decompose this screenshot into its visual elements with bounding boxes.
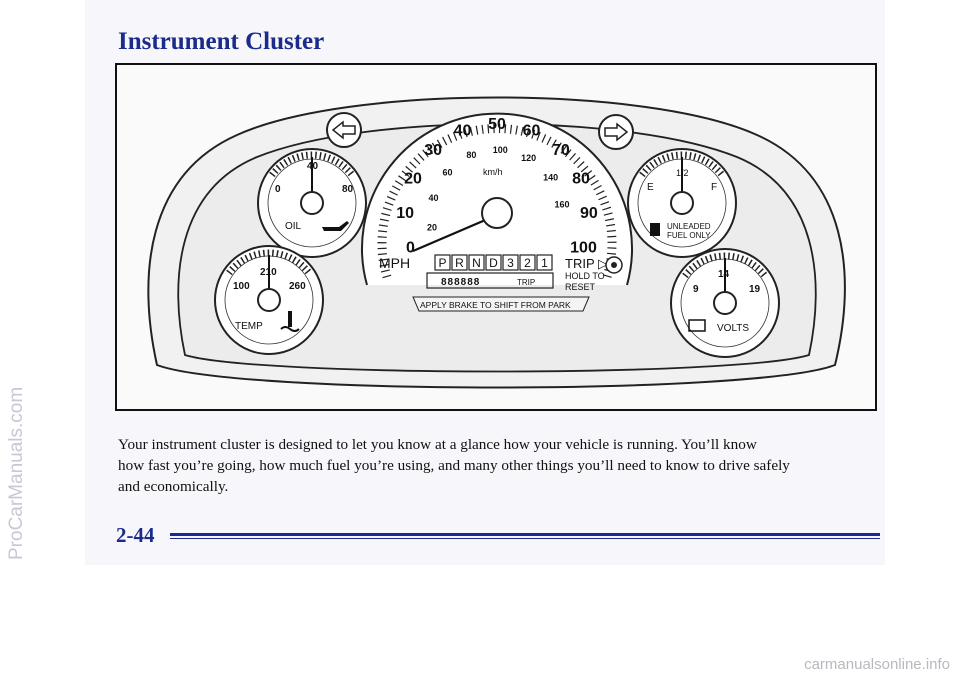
battery-icon — [688, 319, 706, 332]
oil-label: OIL — [285, 221, 302, 232]
paragraph-line: how fast you’re going, how much fuel you… — [118, 457, 790, 474]
fuel-gauge: E 1/2 F UNLEADED FUEL ONLY — [627, 148, 737, 258]
trip-hold-to: HOLD TO — [565, 271, 605, 281]
footer-rule — [170, 533, 880, 536]
gear-box — [434, 254, 451, 271]
mph-tick-label: 10 — [396, 205, 414, 222]
kmh-tick-label: 40 — [428, 193, 438, 203]
mph-tick-label: 40 — [454, 123, 472, 140]
oil-max-label: 80 — [342, 184, 354, 195]
speedometer-needle — [412, 213, 498, 253]
volts-min-label: 9 — [693, 284, 699, 295]
trip-button-label: TRIP ▷ — [565, 256, 608, 271]
paragraph-line: Your instrument cluster is designed to l… — [118, 436, 757, 453]
mph-tick-label: 60 — [523, 123, 541, 140]
fuel-only: FUEL ONLY — [667, 231, 711, 240]
gear-box — [502, 254, 519, 271]
mph-tick-label: 100 — [570, 240, 597, 257]
side-watermark: ProCarManuals.com — [6, 386, 27, 560]
mph-tick-label: 30 — [424, 142, 442, 159]
gear-box — [519, 254, 536, 271]
temp-gauge: 100 210 260 TEMP — [214, 245, 324, 355]
kmh-tick-label: 100 — [493, 145, 508, 155]
park-warning-text: APPLY BRAKE TO SHIFT FROM PARK — [420, 300, 571, 310]
oil-min-label: 0 — [275, 184, 281, 195]
mph-tick-label: 80 — [572, 171, 590, 188]
page-number: 2-44 — [116, 523, 155, 547]
kmh-tick-label: 60 — [442, 167, 452, 177]
body-paragraph: Your instrument cluster is designed to l… — [118, 434, 858, 497]
gear-box — [536, 254, 553, 271]
kmh-label: km/h — [483, 167, 503, 177]
trip-reset: RESET — [565, 282, 596, 292]
gear-box — [468, 254, 485, 271]
fuel-unleaded: UNLEADED — [667, 222, 711, 231]
gear-letter: P — [438, 256, 446, 270]
cluster-drawing: 0 40 80 OIL 100 210 260 TEMP — [147, 96, 846, 389]
temp-label: TEMP — [235, 321, 263, 332]
volts-gauge: 9 14 19 VOLTS — [670, 248, 780, 358]
fuel-empty-label: E — [647, 182, 654, 193]
kmh-tick-label: 140 — [543, 173, 558, 183]
oil-can-icon — [322, 221, 349, 231]
gear-letter: N — [472, 256, 481, 270]
instrument-cluster-illustration: 0 40 80 OIL 100 210 260 TEMP — [115, 63, 877, 411]
footer-rule-thin — [170, 538, 880, 539]
gear-letter: R — [455, 256, 464, 270]
mph-tick-label: 70 — [552, 142, 570, 159]
oil-gauge: 0 40 80 OIL — [257, 148, 367, 258]
gear-box — [451, 254, 468, 271]
gear-letter: 2 — [524, 256, 531, 270]
gear-letter: 1 — [541, 256, 548, 270]
odometer-digits: 888888 — [441, 277, 480, 288]
gear-letter: 3 — [507, 256, 514, 270]
kmh-tick-label: 20 — [427, 223, 437, 233]
page-title: Instrument Cluster — [118, 28, 325, 55]
kmh-tick-label: 80 — [466, 150, 476, 160]
odometer-trip-label: TRIP — [517, 278, 535, 287]
fuel-full-label: F — [711, 182, 717, 193]
temp-max-label: 260 — [289, 281, 306, 292]
mph-label: MPH — [379, 255, 410, 271]
temp-min-label: 100 — [233, 281, 250, 292]
fuel-pump-icon — [650, 223, 660, 236]
volts-label: VOLTS — [717, 323, 749, 334]
coolant-thermometer-icon — [280, 311, 300, 332]
mph-tick-label: 50 — [488, 116, 506, 133]
footer-watermark: carmanualsonline.info — [804, 656, 950, 673]
mph-tick-label: 20 — [404, 171, 422, 188]
volts-max-label: 19 — [749, 284, 761, 295]
trip-reset-knob-icon — [605, 256, 623, 274]
kmh-tick-label: 160 — [554, 200, 569, 210]
volts-mid-label: 14 — [718, 269, 730, 280]
mph-tick-label: 90 — [580, 205, 598, 222]
kmh-tick-label: 120 — [521, 153, 536, 163]
right-turn-signal-icon — [598, 114, 634, 150]
odometer-window — [426, 272, 554, 289]
left-turn-signal-icon — [326, 112, 362, 148]
mph-tick-label: 0 — [406, 240, 415, 257]
gear-box — [485, 254, 502, 271]
paragraph-line: and economically. — [118, 478, 229, 495]
gear-letter: D — [489, 256, 498, 270]
park-warning-strip — [412, 296, 590, 312]
